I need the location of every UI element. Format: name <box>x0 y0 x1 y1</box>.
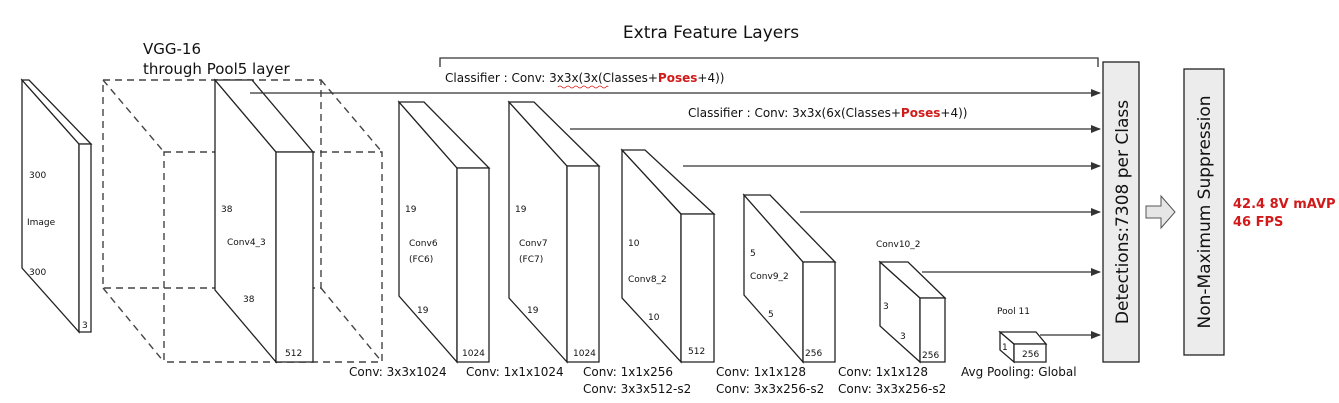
conv9-2-width-label: 5 <box>768 310 774 320</box>
conv6-height-label: 19 <box>405 205 417 215</box>
conv4-3-height-label: 38 <box>221 205 233 215</box>
op-conv8-a: Conv: 1x1x256 <box>583 365 673 379</box>
conv10-2-label: Conv10_2 <box>876 240 921 250</box>
conv6-block: 19 Conv6 (FC6) 19 1024 <box>397 100 491 364</box>
spellcheck-underline <box>557 85 609 89</box>
op-conv10-a: Conv: 1x1x128 <box>838 365 928 379</box>
conv7-height-label: 19 <box>515 205 527 215</box>
pool11-label: Pool 11 <box>997 307 1030 317</box>
conv7-depth-label: 1024 <box>573 349 596 359</box>
conv9-2-depth-label: 256 <box>805 349 822 359</box>
conv8-2-width-label: 10 <box>648 313 660 323</box>
conv9-2-label: Conv9_2 <box>750 272 789 282</box>
image-height-label: 300 <box>29 171 46 181</box>
conv8-2-height-label: 10 <box>628 239 640 249</box>
op-conv10-b: Conv: 3x3x256-s2 <box>838 382 946 396</box>
op-conv7: Conv: 1x1x1024 <box>466 365 564 379</box>
op-conv8-b: Conv: 3x3x512-s2 <box>583 382 691 396</box>
conv10-2-height-label: 3 <box>883 302 889 312</box>
image-block: 300 Image 300 3 <box>20 78 93 334</box>
vgg-title-line1: VGG-16 <box>143 40 201 58</box>
detections-panel: Detections:7308 per Class <box>1102 61 1140 363</box>
conv7-sublabel: (FC7) <box>519 255 543 265</box>
vgg-title-line2: through Pool5 layer <box>143 60 291 78</box>
result-fps: 46 FPS <box>1233 215 1283 230</box>
conv10-2-depth-label: 256 <box>922 351 939 361</box>
op-conv9-a: Conv: 1x1x128 <box>716 365 806 379</box>
conv8-2-depth-label: 512 <box>688 347 705 357</box>
conv6-label: Conv6 <box>409 239 438 249</box>
pool11-height-label: 1 <box>1002 343 1008 353</box>
conv6-width-label: 19 <box>417 306 429 316</box>
op-conv6: Conv: 3x3x1024 <box>349 365 447 379</box>
operation-captions: Conv: 3x3x1024 Conv: 1x1x1024 Conv: 1x1x… <box>349 365 1077 396</box>
conv10-2-width-label: 3 <box>900 332 906 342</box>
extra-feature-layers-title: Extra Feature Layers <box>623 23 799 43</box>
image-label: Image <box>27 218 56 228</box>
nms-panel: Non-Maximum Suppression <box>1183 68 1225 356</box>
op-conv9-b: Conv: 3x3x256-s2 <box>716 382 824 396</box>
conv7-label: Conv7 <box>519 239 548 249</box>
conv4-3-width-label: 38 <box>243 295 255 305</box>
classifier-top-label: Classifier : Conv: 3x3x(3x(Classes+Poses… <box>445 71 724 85</box>
feature-arrows <box>250 89 1101 339</box>
image-depth-label: 3 <box>82 321 88 331</box>
conv4-3-label: Conv4_3 <box>227 238 266 248</box>
pool11-block: Pool 11 1 256 <box>997 307 1048 364</box>
conv9-2-height-label: 5 <box>750 249 756 259</box>
conv8-2-label: Conv8_2 <box>628 275 667 285</box>
nms-block-arrow <box>1145 194 1176 230</box>
conv6-depth-label: 1024 <box>462 349 485 359</box>
pool11-depth-label: 256 <box>1022 350 1039 360</box>
conv7-width-label: 19 <box>527 306 539 316</box>
op-pool11: Avg Pooling: Global <box>961 365 1077 379</box>
detections-label: Detections:7308 per Class <box>1113 100 1133 324</box>
conv10-2-block: Conv10_2 3 3 256 <box>876 240 947 364</box>
conv8-2-block: 10 Conv8_2 10 512 <box>620 148 716 364</box>
extra-feature-layers-brace <box>439 57 1099 67</box>
result-map: 42.4 8V mAVP <box>1233 197 1336 212</box>
conv7-block: 19 Conv7 (FC7) 19 1024 <box>507 100 601 364</box>
conv4-3-depth-label: 512 <box>285 349 302 359</box>
classifier-mid-label: Classifier : Conv: 3x3x(6x(Classes+Poses… <box>688 106 967 120</box>
conv9-2-block: 5 Conv9_2 5 256 <box>742 193 837 364</box>
nms-label: Non-Maximum Suppression <box>1195 95 1215 328</box>
conv4-3-block: 38 Conv4_3 38 512 <box>213 78 315 364</box>
image-width-label: 300 <box>29 268 46 278</box>
conv6-sublabel: (FC6) <box>409 255 433 265</box>
